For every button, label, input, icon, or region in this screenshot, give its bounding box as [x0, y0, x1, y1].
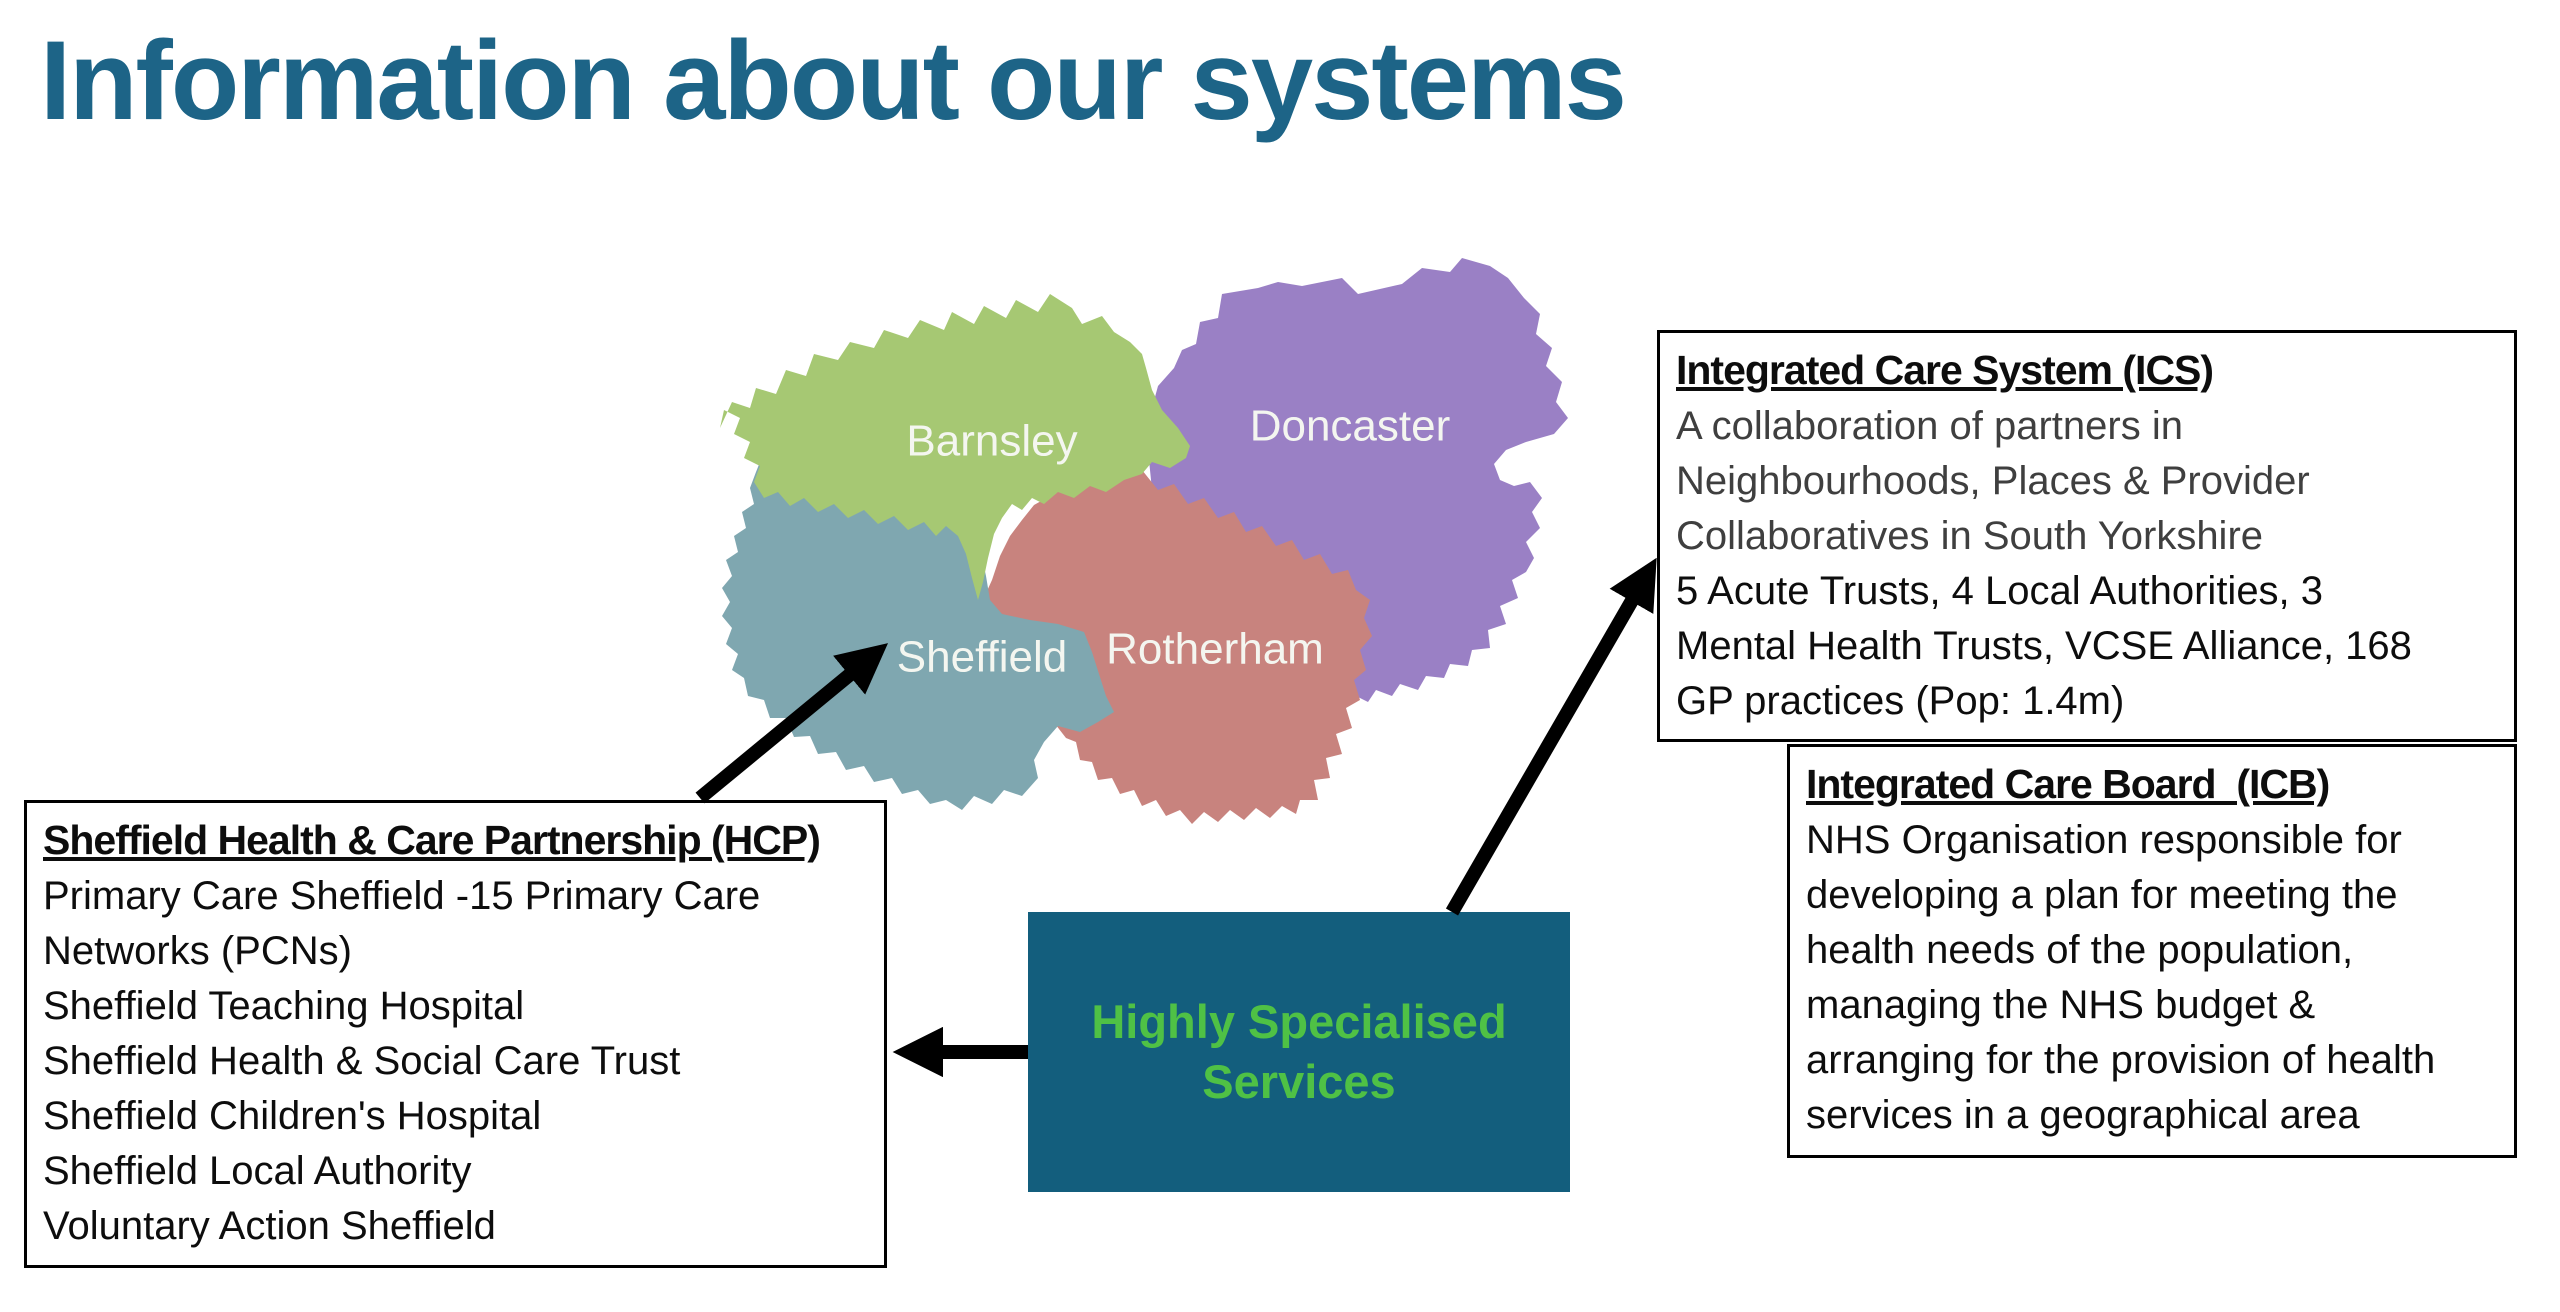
hcp-line: Primary Care Sheffield -15 Primary Care — [43, 874, 761, 918]
ics-line: GP practices (Pop: 1.4m) — [1676, 679, 2125, 723]
icb-line: health needs of the population, — [1806, 928, 2354, 972]
icb-line: NHS Organisation responsible for — [1806, 818, 2402, 862]
ics-line: Mental Health Trusts, VCSE Alliance, 168 — [1676, 624, 2412, 668]
map-label-sheffield: Sheffield — [897, 633, 1067, 682]
page-title: Information about our systems — [40, 18, 1627, 143]
ics-line: Collaboratives in South Yorkshire — [1676, 514, 2264, 558]
hss-label-line2: Services — [1202, 1055, 1396, 1108]
highly-specialised-services-box: Highly Specialised Services — [1028, 912, 1570, 1192]
hcp-line: Sheffield Teaching Hospital — [43, 984, 525, 1028]
icb-heading: Integrated Care Board (ICB) — [1806, 761, 2330, 807]
hcp-box: Sheffield Health & Care Partnership (HCP… — [24, 800, 887, 1268]
icb-line: developing a plan for meeting the — [1806, 873, 2398, 917]
map-region-rotherham — [970, 458, 1372, 824]
hss-label-line1: Highly Specialised — [1091, 995, 1507, 1048]
hcp-line: Sheffield Health & Social Care Trust — [43, 1039, 681, 1083]
hcp-line: Networks (PCNs) — [43, 929, 352, 973]
map-label-doncaster: Doncaster — [1250, 402, 1451, 451]
ics-box: Integrated Care System (ICS) A collabora… — [1657, 330, 2517, 742]
icb-line: arranging for the provision of health — [1806, 1038, 2436, 1082]
map-label-barnsley: Barnsley — [906, 417, 1077, 466]
ics-line: 5 Acute Trusts, 4 Local Authorities, 3 — [1676, 569, 2324, 613]
hcp-line: Sheffield Local Authority — [43, 1149, 472, 1193]
ics-heading: Integrated Care System (ICS) — [1676, 347, 2214, 393]
hcp-heading: Sheffield Health & Care Partnership (HCP… — [43, 817, 821, 863]
hcp-line: Voluntary Action Sheffield — [43, 1204, 496, 1248]
map-label-rotherham: Rotherham — [1106, 625, 1324, 674]
icb-line: services in a geographical area — [1806, 1093, 2360, 1137]
map-region-barnsley — [720, 294, 1190, 600]
hcp-line: Sheffield Children's Hospital — [43, 1094, 542, 1138]
icb-line: managing the NHS budget & — [1806, 983, 2316, 1027]
ics-line: Neighbourhoods, Places & Provider — [1676, 459, 2310, 503]
icb-box: Integrated Care Board (ICB) NHS Organisa… — [1787, 744, 2517, 1158]
south-yorkshire-map: Barnsley Doncaster Sheffield Rotherham — [720, 258, 1568, 824]
ics-line: A collaboration of partners in — [1676, 404, 2183, 448]
